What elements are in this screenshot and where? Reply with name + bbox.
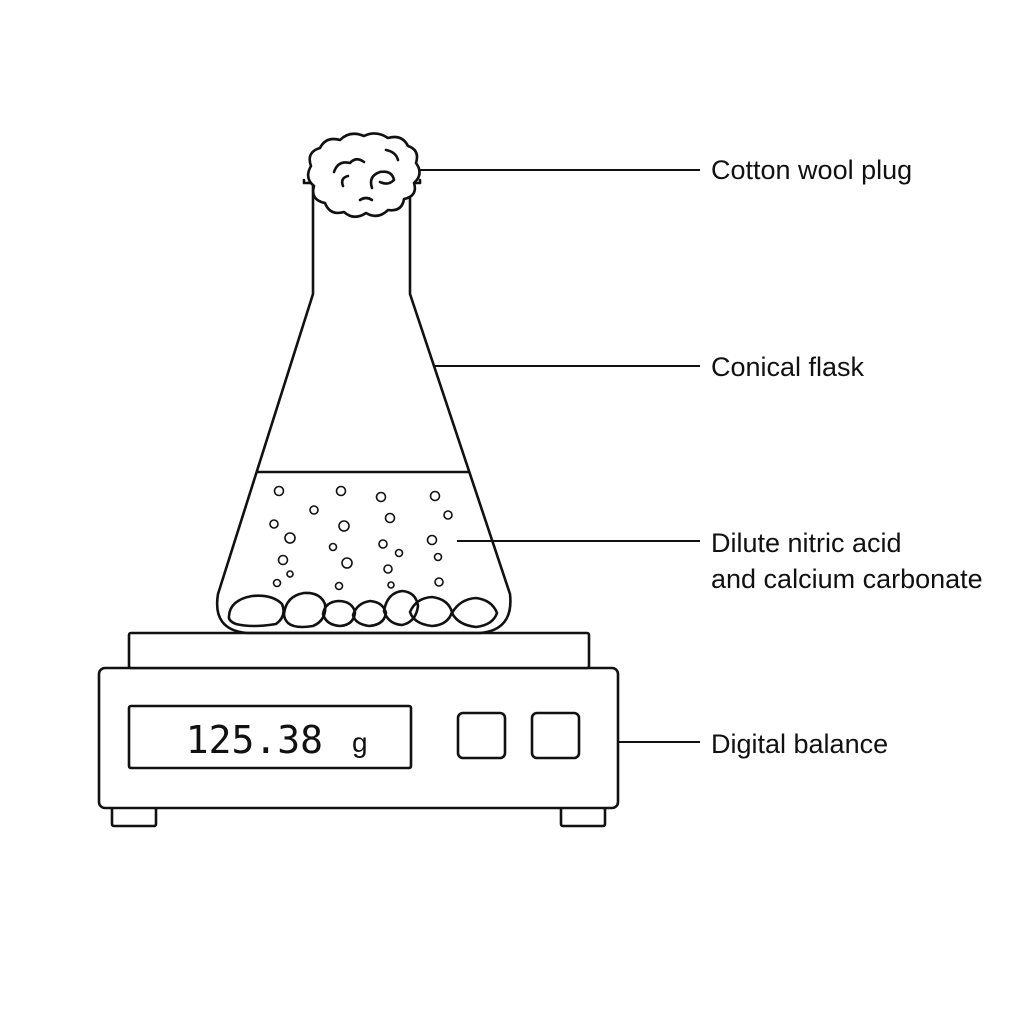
balance-pan [127,631,591,670]
gas-bubbles [269,485,453,591]
balance-unit: g [352,727,368,758]
balance-display [127,704,413,770]
calcium-carbonate-chips [227,589,499,629]
label-conical-flask: Conical flask [711,352,865,382]
digital-balance: 125.38 g [97,631,620,828]
leader-lines [420,169,700,743]
balance-button-2[interactable] [530,711,581,760]
label-acid-line2: and calcium carbonate [711,564,983,594]
label-cotton-wool-plug: Cotton wool plug [711,155,912,185]
label-acid-line1: Dilute nitric acid [711,528,902,558]
label-digital-balance: Digital balance [711,729,888,759]
flask-outline [215,181,512,635]
labels: Cotton wool plug Conical flask Dilute ni… [711,155,983,759]
balance-button-1[interactable] [456,711,507,760]
conical-flask [215,178,512,635]
cotton-wool-plug [306,132,421,219]
balance-reading: 125.38 [186,718,323,762]
